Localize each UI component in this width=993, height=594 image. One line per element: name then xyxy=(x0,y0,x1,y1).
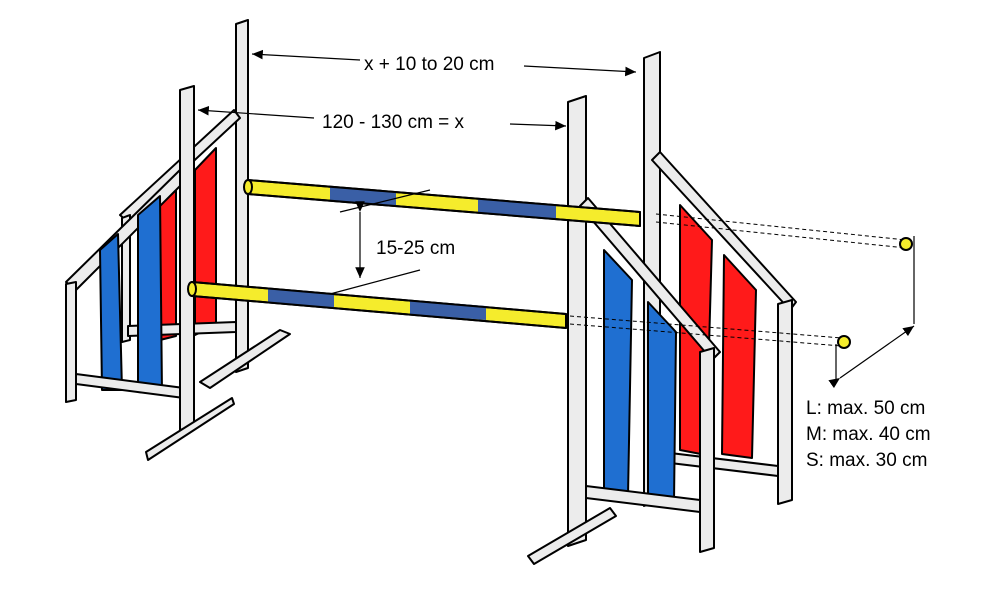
bottom-width-label: 120 - 130 cm = x xyxy=(322,112,465,133)
bar-gap-label: 15-25 cm xyxy=(376,238,455,259)
front-pole-marker xyxy=(837,335,851,349)
left-wing xyxy=(65,19,291,461)
left-front-blue-panel xyxy=(99,233,123,391)
spread-small-label: S: max. 30 cm xyxy=(806,450,927,471)
left-back-red-panel xyxy=(194,147,217,336)
bottom-pole xyxy=(187,281,567,329)
top-width-label: x + 10 to 20 cm xyxy=(364,54,494,75)
right-wing xyxy=(527,51,797,565)
bar-gap-dimension xyxy=(329,189,431,295)
top-width-dimension xyxy=(251,49,637,77)
spread-large-label: L: max. 50 cm xyxy=(806,398,925,419)
bottom-width-dimension xyxy=(197,105,567,131)
spread-dimension xyxy=(569,213,915,389)
right-front-blue-panel xyxy=(603,249,633,497)
spread-medium-label: M: max. 40 cm xyxy=(806,424,931,445)
back-pole-marker xyxy=(899,237,913,251)
top-pole xyxy=(243,179,641,227)
